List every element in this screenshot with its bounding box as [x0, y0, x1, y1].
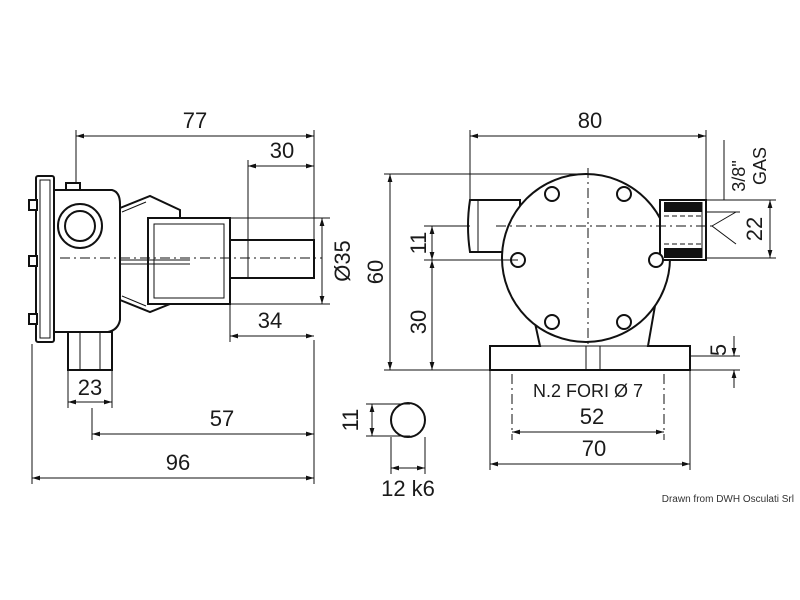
shaft-section: 11 12 k6	[338, 402, 435, 501]
dimension-70: 70	[489, 370, 691, 470]
dimension-77-label: 77	[183, 108, 207, 133]
thread-type-label: GAS	[750, 147, 770, 185]
holes-note: N.2 FORI Ø 7	[511, 374, 665, 440]
dimension-96-label: 96	[166, 450, 190, 475]
cover-screw-icon	[510, 186, 664, 330]
dimension-11-side: 11	[406, 225, 518, 261]
dimension-96: 96	[31, 340, 315, 484]
holes-label: N.2 FORI Ø 7	[533, 381, 643, 401]
dimension-diameter-35-label: Ø35	[330, 240, 355, 282]
dimension-34: 34	[229, 304, 314, 342]
dimension-30-side: 30	[406, 260, 435, 370]
dimension-30-side-label: 30	[406, 310, 431, 334]
dimension-77: 77	[75, 108, 315, 240]
dimension-30-shaft-label: 30	[270, 138, 294, 163]
dimension-5-label: 5	[706, 344, 731, 356]
dimension-12k6-label: 12 k6	[381, 476, 435, 501]
dimension-30-shaft: 30	[247, 138, 314, 240]
dimension-70-label: 70	[582, 436, 606, 461]
dimension-22: 22	[706, 199, 776, 258]
dimension-11-key-label: 11	[338, 409, 363, 432]
dimension-80-label: 80	[578, 108, 602, 133]
dimension-52-label: 52	[580, 404, 604, 429]
dimension-34-label: 34	[258, 308, 282, 333]
dimension-80: 80	[469, 108, 707, 200]
dimension-60-label: 60	[363, 260, 388, 284]
front-view	[467, 168, 716, 371]
flange-bolt-icon	[28, 182, 81, 325]
thread-note: 3/8" GAS	[706, 140, 776, 259]
dimension-22-label: 22	[742, 217, 767, 241]
dimension-60: 60	[363, 173, 586, 371]
dimension-52: 52	[512, 404, 664, 435]
credit-text: Drawn from DWH Osculati Srl	[661, 494, 794, 505]
dimension-diameter-35: Ø35	[230, 217, 355, 305]
dimension-57-label: 57	[210, 406, 234, 431]
dimension-23: 23	[67, 370, 113, 408]
dimension-5: 5	[690, 336, 740, 388]
dimension-57: 57	[91, 406, 314, 440]
thread-size-label: 3/8"	[729, 160, 749, 191]
side-view	[28, 175, 322, 371]
dimension-23-label: 23	[78, 375, 102, 400]
dimension-11-side-label: 11	[406, 232, 431, 255]
